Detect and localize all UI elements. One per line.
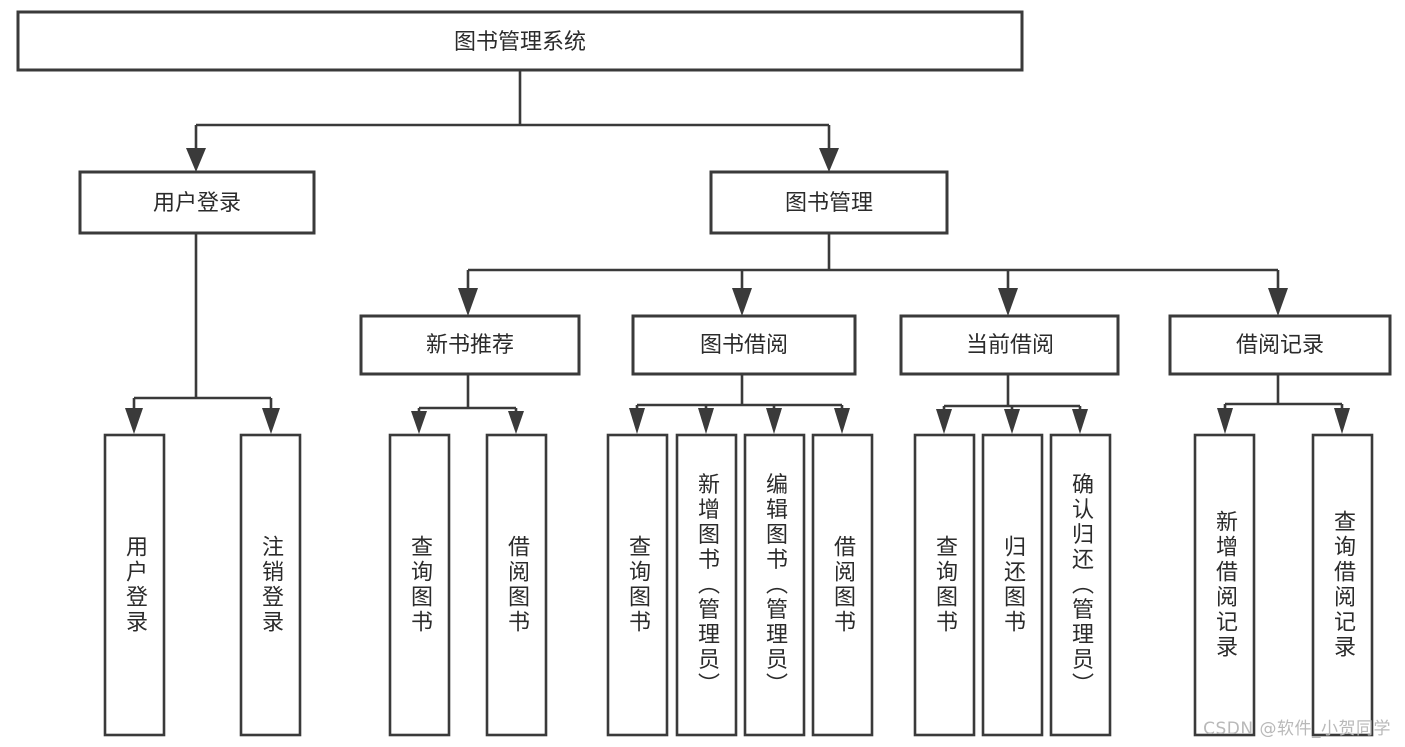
leaf-new-book-1-label: 查询图书 [407, 535, 433, 635]
node-current-borrow-box [899, 314, 1120, 376]
node-root-label: 图书管理系统 [454, 30, 586, 55]
node-book-borrow-box [631, 314, 857, 376]
node-user-login-box [78, 170, 316, 235]
node-borrow-record-box [1168, 314, 1392, 376]
leaf-user-login-2-label: 注销登录 [258, 535, 284, 635]
leaf-book-borrow-2-box [675, 433, 738, 737]
arrow-head-icon [458, 288, 478, 316]
leaf-current-borrow-2[interactable]: 归还图书 [981, 433, 1044, 737]
leaf-user-login-1[interactable]: 用户登录 [103, 433, 166, 737]
leaf-book-borrow-4-label: 借阅图书 [830, 535, 856, 635]
arrow-head-icon [1072, 409, 1088, 434]
leaf-borrow-record-1[interactable]: 新增借阅记录 [1193, 433, 1256, 737]
node-book-manage-box [709, 170, 949, 235]
leaf-new-book-1[interactable]: 查询图书 [388, 433, 451, 737]
leaf-book-borrow-1-box [606, 433, 669, 737]
arrow-head-icon [766, 408, 782, 434]
leaf-current-borrow-1[interactable]: 查询图书 [913, 433, 976, 737]
arrow-head-icon [732, 288, 752, 316]
leaf-user-login-2[interactable]: 注销登录 [239, 433, 302, 737]
arrow-head-icon [998, 288, 1018, 316]
leaf-new-book-1-box [388, 433, 451, 737]
node-new-book-recommend-box [359, 314, 581, 376]
arrow-head-icon [936, 409, 952, 434]
leaf-current-borrow-2-label: 归还图书 [1000, 535, 1026, 635]
node-new-book-recommend-label: 新书推荐 [426, 333, 514, 358]
leaf-borrow-record-2[interactable]: 查询借阅记录 [1311, 433, 1374, 737]
leaf-new-book-2[interactable]: 借阅图书 [485, 433, 548, 737]
node-borrow-record[interactable]: 借阅记录 [1168, 314, 1392, 376]
node-book-borrow[interactable]: 图书借阅 [631, 314, 857, 376]
arrow-head-icon [1268, 288, 1288, 316]
leaf-book-borrow-4[interactable]: 借阅图书 [811, 433, 874, 737]
leaf-book-borrow-3-label: 编辑图书（管理员） [762, 473, 788, 698]
leaf-user-login-2-box [239, 433, 302, 737]
node-root-box [16, 10, 1024, 72]
leaf-borrow-record-2-box [1311, 433, 1374, 737]
leaf-current-borrow-3[interactable]: 确认归还（管理员） [1049, 433, 1112, 737]
leaf-current-borrow-2-box [981, 433, 1044, 737]
leaf-user-login-1-label: 用户登录 [122, 535, 148, 635]
node-borrow-record-label: 借阅记录 [1236, 333, 1324, 358]
arrow-head-icon [819, 148, 839, 172]
leaf-current-borrow-1-box [913, 433, 976, 737]
node-book-borrow-label: 图书借阅 [700, 333, 788, 358]
leaf-current-borrow-3-box [1049, 433, 1112, 737]
node-new-book-recommend[interactable]: 新书推荐 [359, 314, 581, 376]
edge-layer [125, 70, 1350, 434]
leaf-borrow-record-1-label: 新增借阅记录 [1212, 510, 1238, 660]
leaf-book-borrow-2[interactable]: 新增图书（管理员） [675, 433, 738, 737]
leaf-current-borrow-1-label: 查询图书 [932, 535, 958, 635]
node-book-manage-label: 图书管理 [785, 191, 873, 216]
arrow-head-icon [125, 408, 143, 434]
arrow-head-icon [1217, 408, 1233, 434]
leaf-book-borrow-4-box [811, 433, 874, 737]
arrow-head-icon [834, 408, 850, 434]
arrow-head-icon [698, 408, 714, 434]
leaf-borrow-record-2-label: 查询借阅记录 [1330, 510, 1356, 660]
node-current-borrow[interactable]: 当前借阅 [899, 314, 1120, 376]
leaf-book-borrow-3[interactable]: 编辑图书（管理员） [743, 433, 806, 737]
leaf-current-borrow-3-label: 确认归还（管理员） [1068, 473, 1094, 698]
arrow-head-icon [411, 411, 427, 434]
leaf-book-borrow-2-label: 新增图书（管理员） [694, 473, 720, 698]
node-user-login-label: 用户登录 [153, 191, 241, 216]
leaf-new-book-2-box [485, 433, 548, 737]
leaf-book-borrow-3-box [743, 433, 806, 737]
arrow-head-icon [508, 411, 524, 434]
node-book-manage[interactable]: 图书管理 [709, 170, 949, 235]
node-root-system[interactable]: 图书管理系统 [16, 10, 1024, 72]
arrow-head-icon [629, 408, 645, 434]
arrow-head-icon [186, 148, 206, 172]
node-current-borrow-label: 当前借阅 [966, 333, 1054, 358]
arrow-head-icon [1004, 409, 1020, 434]
arrow-head-icon [262, 408, 280, 434]
node-user-login[interactable]: 用户登录 [78, 170, 316, 235]
arrow-head-icon [1334, 408, 1350, 434]
leaf-user-login-1-box [103, 433, 166, 737]
leaf-borrow-record-1-box [1193, 433, 1256, 737]
leaf-book-borrow-1[interactable]: 查询图书 [606, 433, 669, 737]
leaf-new-book-2-label: 借阅图书 [504, 535, 530, 635]
leaf-book-borrow-1-label: 查询图书 [625, 535, 651, 635]
